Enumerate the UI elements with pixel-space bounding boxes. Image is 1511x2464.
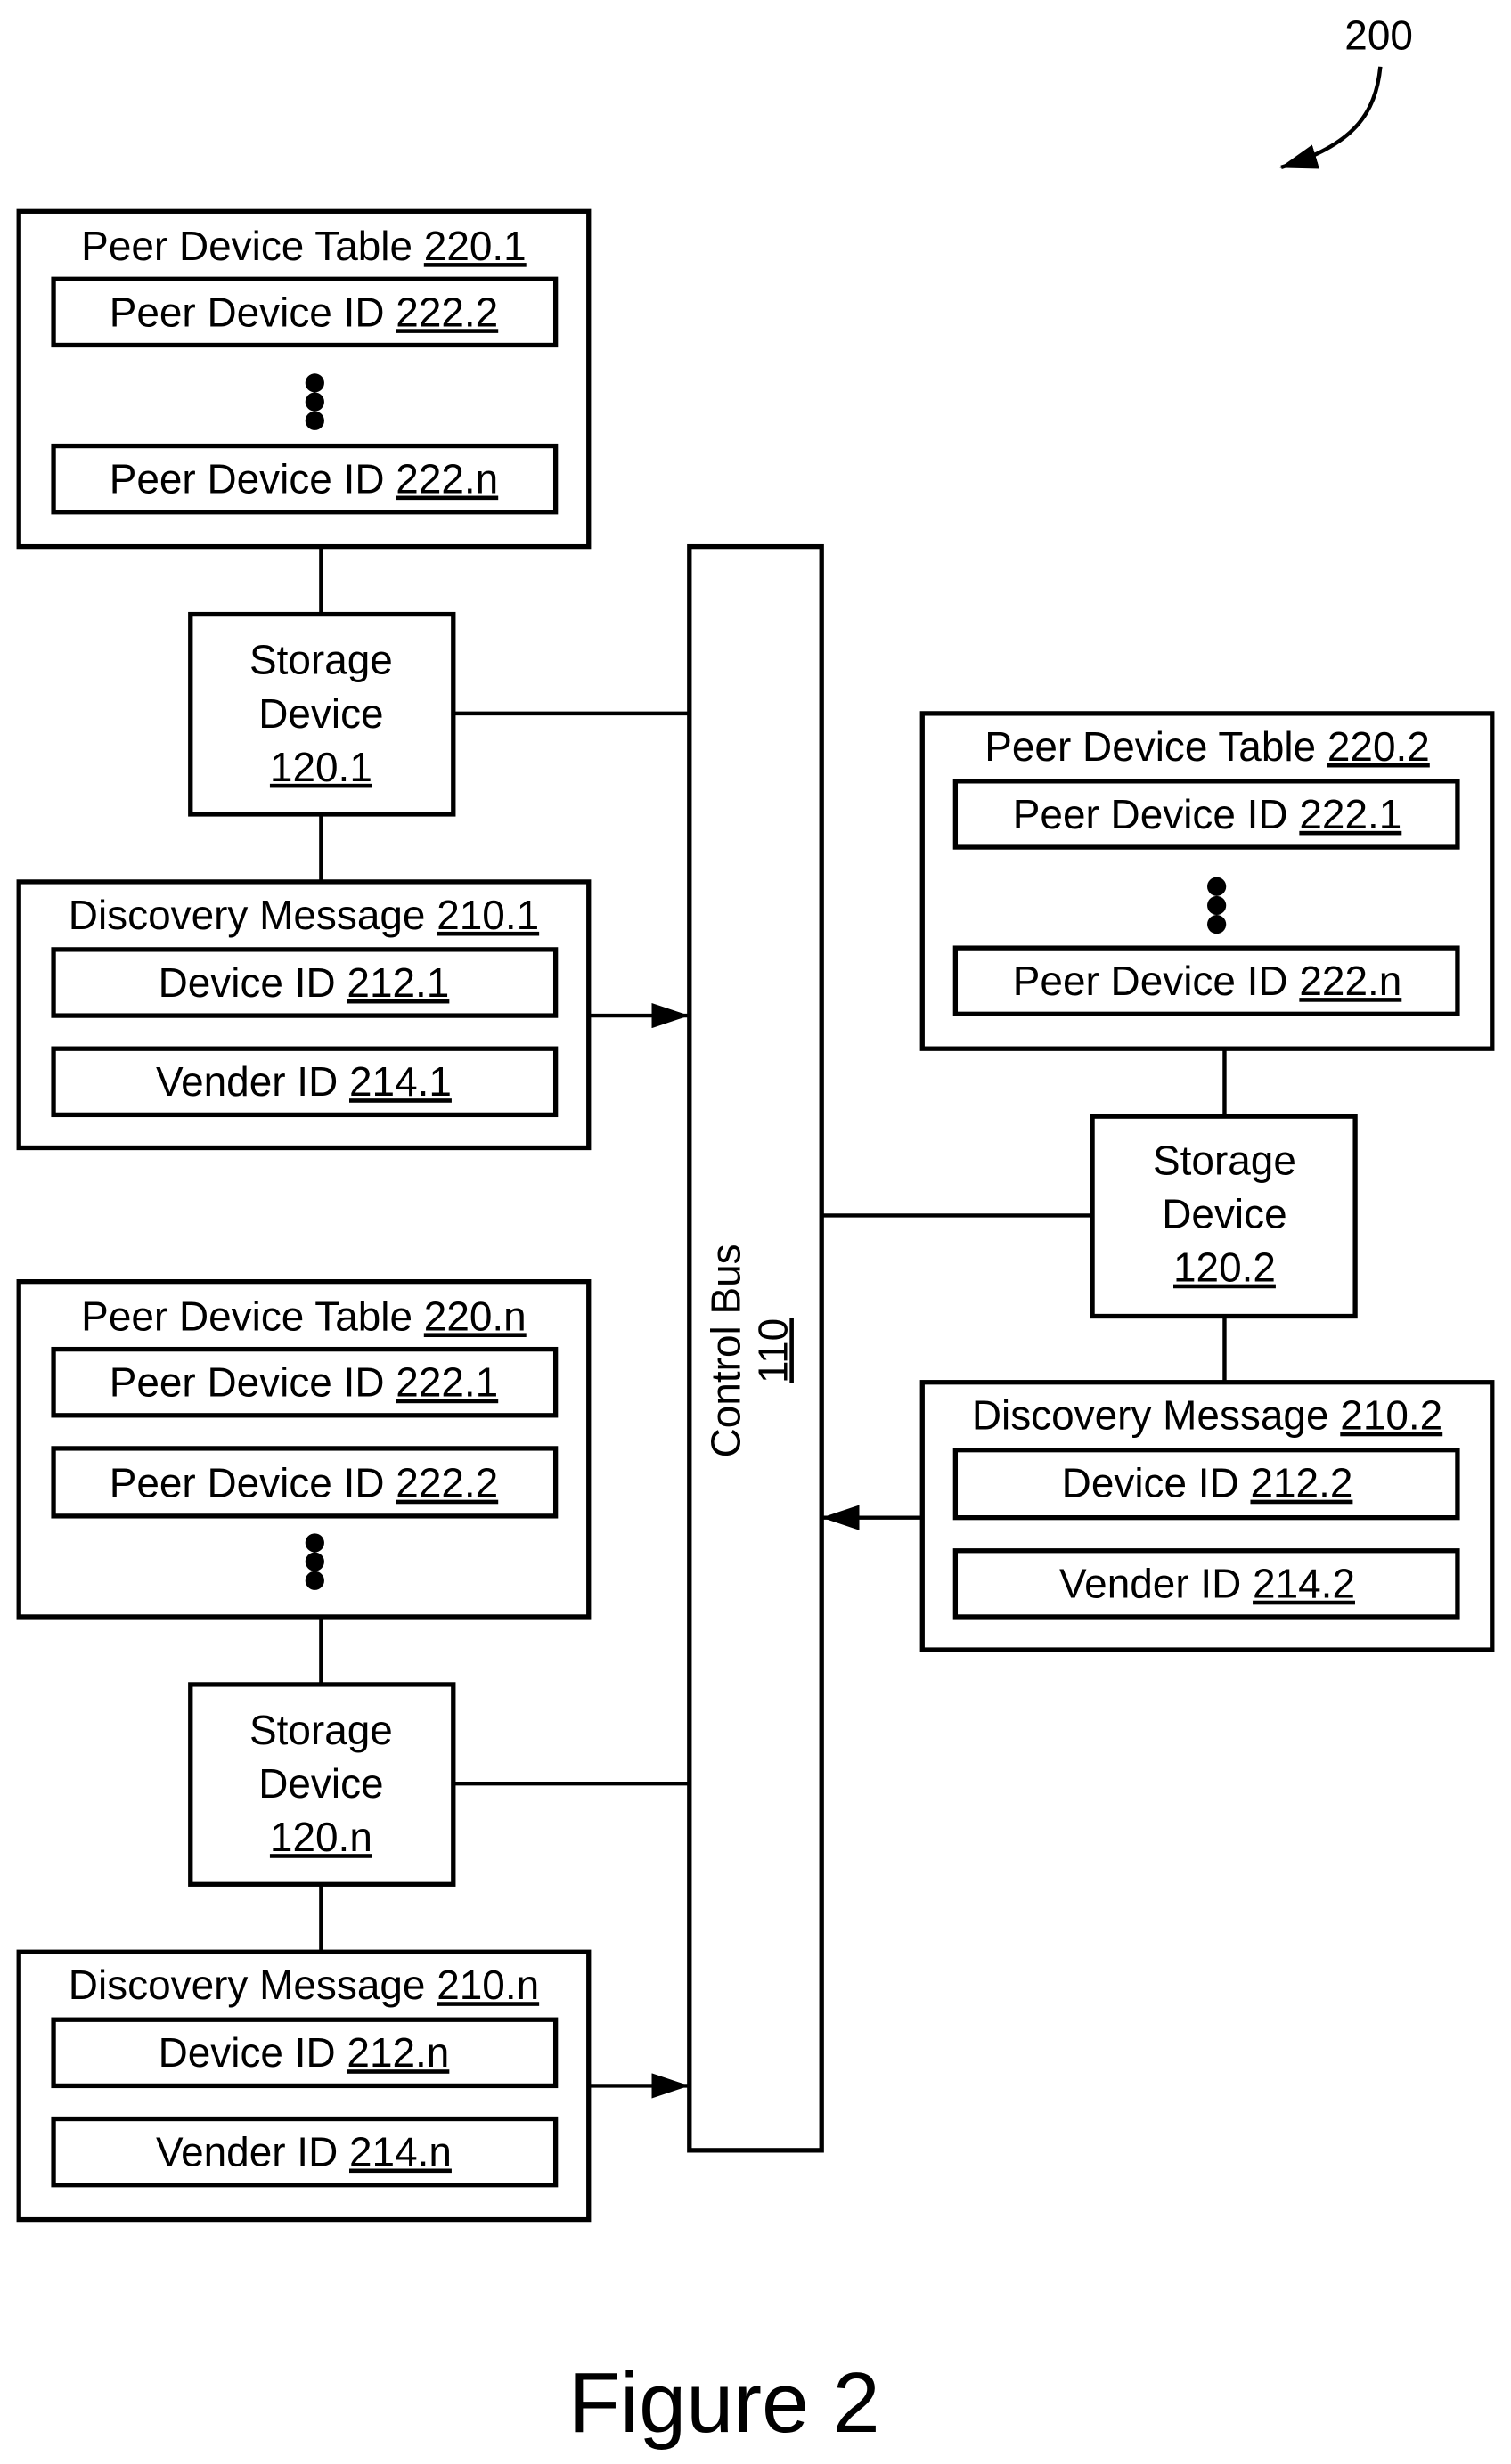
ellipsis-icon: [306, 373, 324, 430]
control-bus: Control Bus 110: [690, 547, 821, 2150]
svg-text:120.n: 120.n: [270, 1814, 372, 1860]
peer-device-id-entry: Peer Device ID 222.2: [53, 1448, 556, 1516]
device-group-2: Peer Device Table 220.2 Peer Device ID 2…: [821, 714, 1492, 1650]
vender-id-field: Vender ID 214.2: [1059, 1561, 1355, 1607]
svg-text:Peer Device ID 222.n: Peer Device ID 222.n: [1013, 958, 1402, 1004]
peer-device-table: Peer Device Table 220.n Peer Device ID 2…: [19, 1282, 589, 1617]
svg-text:Storage: Storage: [249, 1707, 393, 1753]
discovery-message: Discovery Message 210.n Device ID 212.n …: [19, 1952, 589, 2219]
svg-text:Peer Device ID 222.2: Peer Device ID 222.2: [110, 1460, 498, 1506]
vender-id-field: Vender ID 214.n: [156, 2129, 452, 2175]
reference-arrow-icon: [1281, 67, 1380, 167]
ellipsis-icon: [1207, 877, 1226, 934]
discovery-message-title: Discovery Message 210.2: [972, 1392, 1442, 1439]
discovery-message-title: Discovery Message 210.n: [69, 1962, 539, 2008]
vender-id-field: Vender ID 214.1: [156, 1058, 452, 1105]
control-bus-label: Control Bus: [702, 1244, 748, 1457]
svg-text:Device: Device: [258, 690, 383, 737]
svg-text:Storage: Storage: [249, 637, 393, 683]
device-group-n: Peer Device Table 220.n Peer Device ID 2…: [19, 1282, 690, 2220]
peer-device-table-title: Peer Device Table 220.n: [81, 1293, 527, 1339]
peer-device-id-entry: Peer Device ID 222.2: [53, 279, 556, 345]
storage-device: Storage Device 120.n: [191, 1685, 453, 1884]
peer-device-table-title: Peer Device Table 220.1: [81, 223, 527, 269]
peer-device-table: Peer Device Table 220.1 Peer Device ID 2…: [19, 211, 589, 546]
peer-device-id-entry: Peer Device ID 222.1: [53, 1350, 556, 1416]
device-group-1: Peer Device Table 220.1 Peer Device ID 2…: [19, 211, 690, 1147]
svg-text:Device: Device: [1162, 1191, 1286, 1237]
device-id-field: Device ID 212.n: [159, 2029, 450, 2076]
svg-text:Device: Device: [258, 1760, 383, 1807]
figure-caption: Figure 2: [568, 2356, 880, 2451]
peer-device-id-entry: Peer Device ID 222.n: [955, 948, 1458, 1014]
figure-reference: 200: [1281, 12, 1413, 167]
discovery-message: Discovery Message 210.2 Device ID 212.2 …: [922, 1383, 1492, 1650]
figure-reference-number: 200: [1344, 12, 1413, 58]
storage-device: Storage Device 120.1: [191, 615, 453, 814]
peer-device-id-entry: Peer Device ID 222.1: [955, 781, 1458, 847]
svg-text:Storage: Storage: [1153, 1138, 1296, 1184]
peer-device-table: Peer Device Table 220.2 Peer Device ID 2…: [922, 714, 1492, 1048]
svg-text:Peer Device ID 222.n: Peer Device ID 222.n: [110, 456, 498, 502]
svg-text:Peer Device ID 222.1: Peer Device ID 222.1: [1013, 791, 1402, 837]
svg-text:120.2: 120.2: [1173, 1244, 1276, 1291]
svg-text:Peer Device ID 222.2: Peer Device ID 222.2: [110, 289, 498, 335]
storage-device: Storage Device 120.2: [1092, 1116, 1355, 1316]
peer-device-id-entry: Peer Device ID 222.n: [53, 446, 556, 512]
peer-device-table-title: Peer Device Table 220.2: [984, 723, 1430, 770]
svg-text:Peer Device ID 222.1: Peer Device ID 222.1: [110, 1359, 498, 1406]
control-bus-ref: 110: [749, 1318, 796, 1383]
device-id-field: Device ID 212.1: [159, 959, 450, 1006]
discovery-message-title: Discovery Message 210.1: [69, 892, 539, 938]
device-id-field: Device ID 212.2: [1062, 1460, 1353, 1506]
discovery-message: Discovery Message 210.1 Device ID 212.1 …: [19, 882, 589, 1148]
ellipsis-icon: [306, 1533, 324, 1590]
svg-text:120.1: 120.1: [270, 744, 372, 790]
